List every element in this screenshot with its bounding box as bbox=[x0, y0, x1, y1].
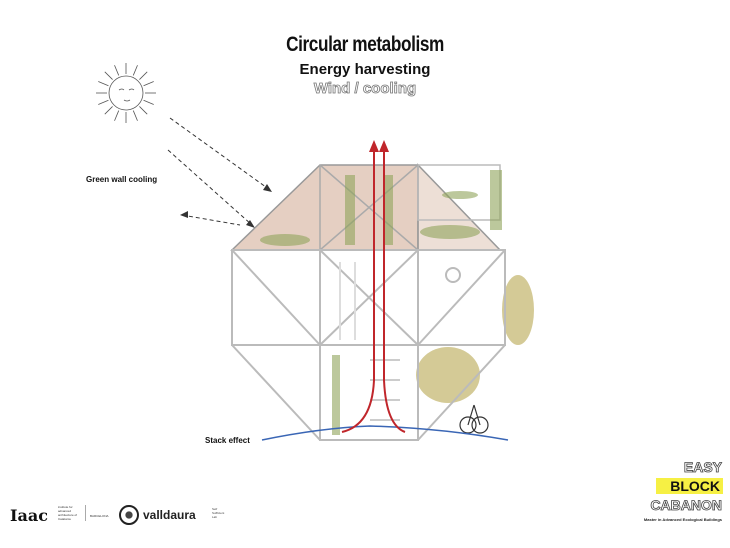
sun-ray bbox=[104, 106, 113, 115]
sun-ray-arrows bbox=[167, 117, 271, 226]
easy-label: EASY bbox=[683, 459, 722, 476]
sun-ray bbox=[114, 65, 120, 76]
sun-ray bbox=[98, 81, 109, 87]
arrowheads bbox=[180, 184, 272, 228]
slide-subsubtitle: Wind / cooling bbox=[313, 80, 417, 98]
arrow-up-icon bbox=[379, 140, 389, 152]
frame-structure bbox=[231, 249, 506, 441]
master-label: Master in Advanced Ecological Buildings bbox=[643, 517, 722, 522]
sun-ray bbox=[98, 99, 109, 105]
sun-ray bbox=[139, 71, 148, 80]
stack-effect-airflow-arrows bbox=[341, 150, 406, 433]
sun-icon bbox=[96, 63, 156, 123]
bicycle-icon bbox=[459, 404, 489, 434]
sun-ray bbox=[132, 110, 138, 121]
ground-line bbox=[261, 425, 509, 441]
sun-ray bbox=[139, 106, 148, 115]
arrow-up-icon bbox=[369, 140, 379, 152]
sun-ray bbox=[143, 99, 154, 105]
iaac-subtitle: institute for advanced architecture of C… bbox=[58, 505, 86, 521]
green-wall-cooling-label: Green wall cooling bbox=[86, 175, 158, 184]
valldaura-subtitle: Self Sufficient Lab bbox=[212, 507, 225, 519]
block-label: BLOCK bbox=[656, 478, 723, 494]
slide-subtitle: Energy harvesting bbox=[299, 61, 431, 78]
sun-ray bbox=[104, 71, 113, 80]
sun-ray bbox=[132, 65, 138, 76]
sun-ray bbox=[143, 81, 154, 87]
iaac-city: BARCELONA bbox=[90, 514, 109, 518]
valldaura-seal-icon bbox=[119, 505, 139, 525]
vegetation bbox=[260, 170, 534, 435]
valldaura-logo: valldaura bbox=[143, 508, 196, 522]
cabanon-label: CABANON bbox=[650, 497, 722, 514]
stack-effect-label: Stack effect bbox=[205, 436, 250, 445]
iaac-logo: Iaac bbox=[10, 506, 48, 525]
slide-title: Circular metabolism bbox=[286, 33, 444, 56]
sun-ray bbox=[114, 110, 120, 121]
